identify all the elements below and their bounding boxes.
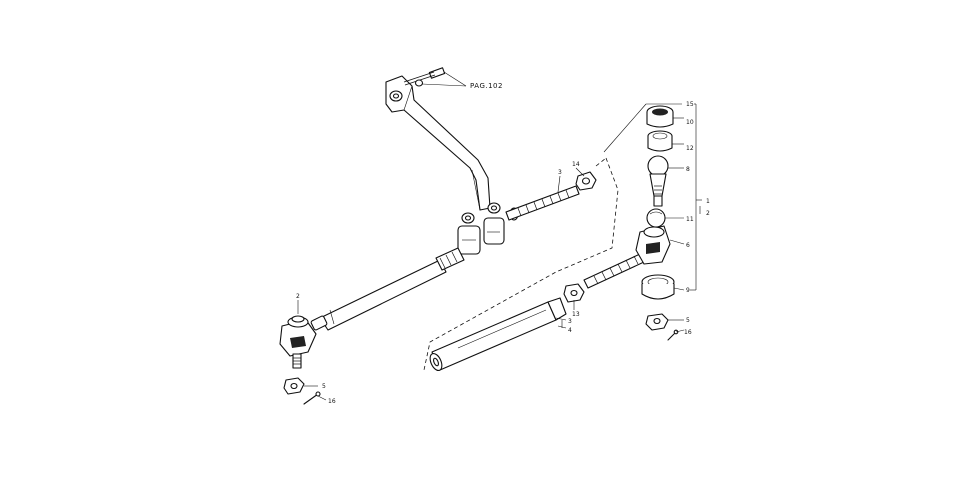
nut-14	[575, 171, 597, 191]
callout-left-2: 2	[296, 293, 300, 300]
left-tie-rod-end	[279, 315, 317, 369]
arm-bolt	[403, 67, 446, 87]
callout-15: 15	[686, 101, 694, 108]
left-tie-rod	[310, 247, 465, 331]
ball-11	[646, 208, 666, 228]
nut-13	[563, 283, 585, 303]
cap-10	[646, 105, 674, 128]
right-castle-nut	[645, 313, 669, 331]
callout-1: 1	[706, 198, 710, 205]
callout-4: 4	[568, 327, 572, 334]
leader-lines	[297, 103, 702, 401]
center-tube	[429, 297, 567, 372]
callout-3-upper: 3	[558, 169, 562, 176]
callout-10: 10	[686, 119, 694, 126]
callout-13: 13	[572, 311, 580, 318]
reference-text: PAG.102	[470, 82, 503, 90]
boot-9	[641, 274, 675, 300]
callout-9: 9	[686, 287, 690, 294]
callout-right-16: 16	[684, 329, 692, 336]
left-castle-nut	[283, 377, 305, 395]
callout-2: 2	[706, 210, 710, 217]
callout-14: 14	[572, 161, 580, 168]
assembly-boundary	[423, 157, 619, 371]
callout-3-mid: 3	[568, 318, 572, 325]
right-threaded-rod	[583, 253, 645, 289]
callout-8: 8	[686, 166, 690, 173]
callout-6: 6	[686, 242, 690, 249]
callout-left-5: 5	[322, 383, 326, 390]
left-cotter-pin	[303, 391, 321, 405]
callout-11: 11	[686, 216, 694, 223]
bushing-12	[647, 130, 673, 152]
reference-label: PAG.102	[421, 71, 503, 90]
callout-right-5: 5	[686, 317, 690, 324]
callout-labels: 15 10 12 8 1 2 11 6 9 5 16 14 3 13 3 4 2…	[296, 101, 710, 405]
callout-12: 12	[686, 145, 694, 152]
callout-left-16: 16	[328, 398, 336, 405]
ball-stud-8	[647, 155, 669, 207]
upper-threaded-rod	[505, 185, 580, 221]
idler-arm	[385, 75, 491, 211]
right-tie-rod-end-housing	[635, 225, 671, 265]
